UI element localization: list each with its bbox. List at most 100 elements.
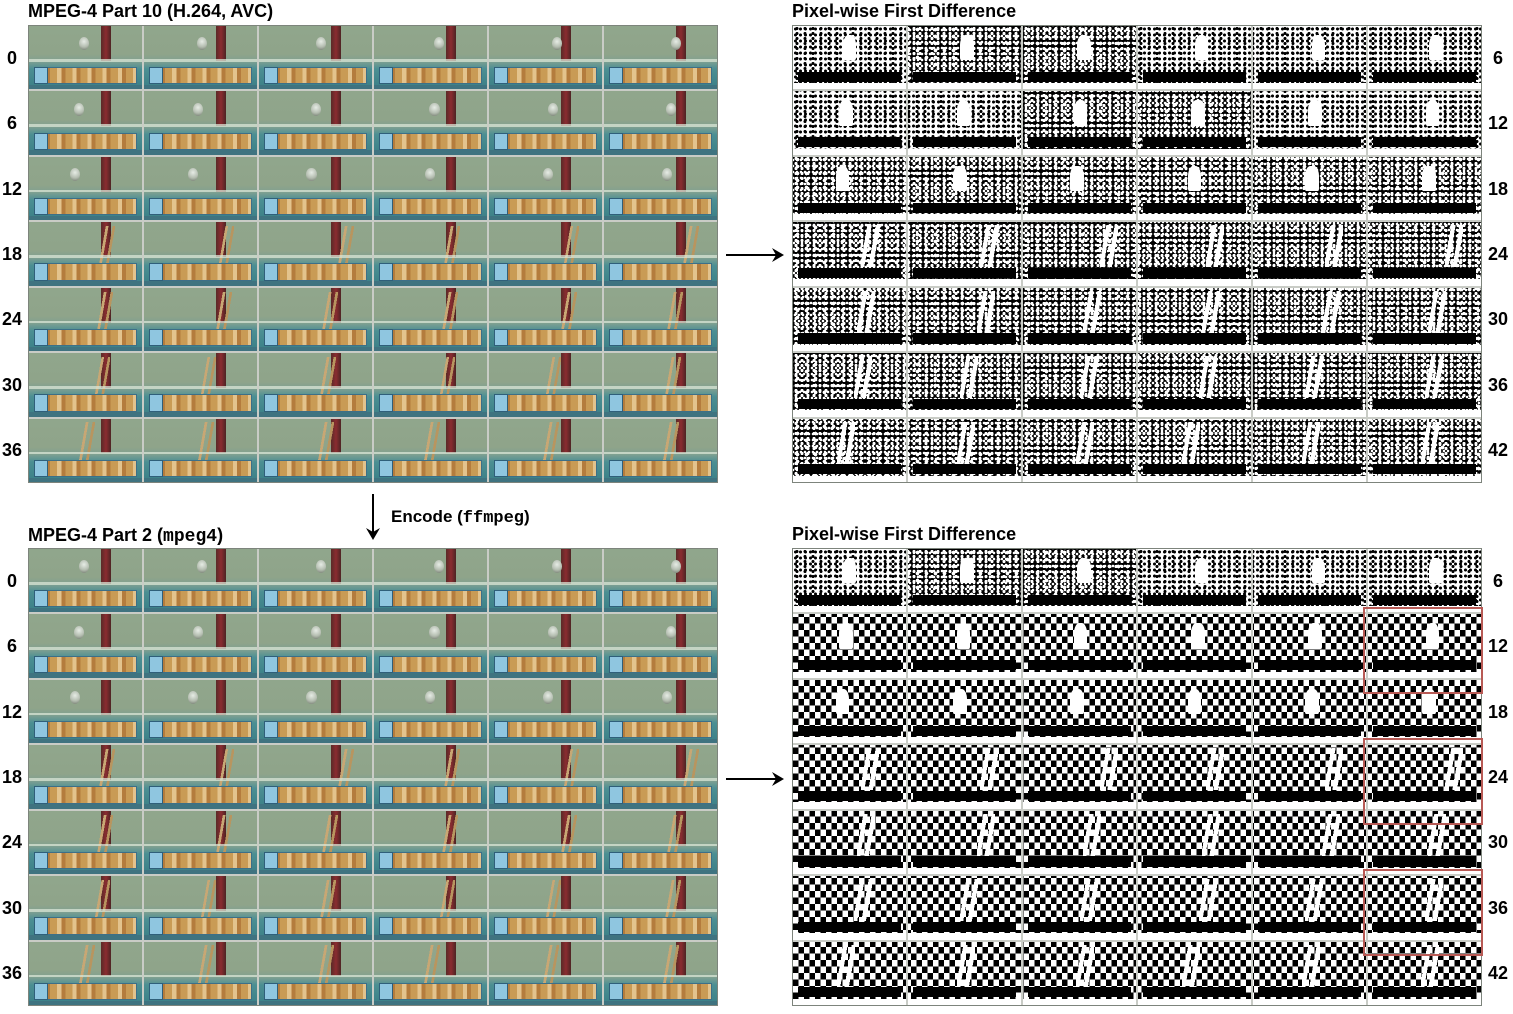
mpeg4-difference-tile <box>793 810 906 875</box>
swimmer-head <box>429 625 440 639</box>
banner-region <box>1027 202 1132 213</box>
mpeg4-difference-tile <box>1138 679 1251 744</box>
banner-region <box>1372 921 1477 932</box>
h264-difference-tile <box>1368 91 1481 155</box>
swimmer-head <box>197 37 208 51</box>
scoreboard-banner <box>33 982 138 1000</box>
motion-blob <box>953 165 967 192</box>
swimmer-head <box>69 168 80 181</box>
scoreboard-banner <box>148 982 253 1000</box>
bottom-strip <box>908 606 1021 613</box>
scoreboard-banner <box>608 459 713 477</box>
scoreboard-banner <box>608 263 713 281</box>
frame-bottom-bar <box>259 738 372 744</box>
scoreboard-banner <box>263 851 368 870</box>
mpeg4-difference-tile <box>1253 745 1366 809</box>
scoreboard-banner <box>263 394 368 412</box>
swimmer-head <box>543 691 554 704</box>
mpeg4-video-frame <box>144 745 257 809</box>
mpeg4-difference-tile <box>793 549 906 613</box>
swimmer-legs <box>444 749 460 788</box>
banner-region <box>1257 725 1362 736</box>
top-left-title: MPEG-4 Part 10 (H.264, AVC) <box>28 0 273 22</box>
mpeg4-video-frame <box>604 941 717 1005</box>
swimmer-head <box>424 168 435 181</box>
frame-bottom-bar <box>144 804 257 809</box>
motion-legs <box>1079 356 1098 399</box>
swimmer-legs <box>322 291 339 330</box>
mpeg4-video-frame <box>144 941 257 1005</box>
h264-difference-tile <box>908 418 1021 482</box>
motion-blob <box>1308 623 1322 649</box>
h264-video-frame <box>374 418 487 482</box>
motion-legs <box>1076 944 1095 987</box>
scoreboard-banner <box>33 132 138 150</box>
scoreboard-banner <box>608 328 713 347</box>
bottom-left-title: MPEG-4 Part 2 (mpeg4) <box>28 524 223 548</box>
bottom-strip <box>908 83 1021 90</box>
swimmer-legs <box>78 422 95 461</box>
motion-legs <box>1427 813 1446 856</box>
motion-legs <box>1082 813 1101 856</box>
motion-blob <box>1308 100 1322 126</box>
swimmer-legs <box>338 749 354 788</box>
frame-bottom-bar <box>489 477 602 482</box>
mpeg4-diff-row-label: 30 <box>1487 832 1509 853</box>
bottom-strip <box>1368 213 1481 221</box>
scoreboard-banner <box>148 917 253 935</box>
mpeg4-video-frame <box>374 679 487 744</box>
swimmer-head <box>69 691 80 704</box>
banner-region <box>797 333 902 344</box>
mpeg4-video-frame <box>604 679 717 744</box>
scoreboard-banner <box>378 786 483 804</box>
bottom-strip <box>1368 410 1481 417</box>
bottom-left-title-end: ) <box>217 525 224 545</box>
mpeg4-video-frame <box>259 876 372 940</box>
mpeg4-difference-tile <box>1368 810 1481 875</box>
bottom-strip <box>908 279 1021 286</box>
motion-legs <box>1076 421 1095 464</box>
frame-bottom-bar <box>374 673 487 678</box>
mpeg4-video-frame <box>489 810 602 875</box>
banner-badge <box>378 328 393 347</box>
h264-difference-tile <box>793 26 906 90</box>
mpeg4-difference-tile <box>1253 941 1366 1005</box>
motion-legs <box>956 944 975 987</box>
motion-legs <box>1301 944 1320 987</box>
motion-legs <box>1202 290 1221 333</box>
swimmer-head <box>670 560 681 574</box>
bottom-strip <box>1253 802 1366 809</box>
h264-video-frame <box>489 222 602 286</box>
banner-badge <box>608 982 623 1000</box>
scoreboard-banner <box>148 786 253 804</box>
banner-region <box>1142 202 1247 213</box>
swimmer-legs <box>320 356 336 395</box>
frame-bottom-bar <box>604 673 717 678</box>
scoreboard-banner <box>378 198 483 216</box>
frame-bottom-bar <box>374 150 487 155</box>
swimmer-head <box>424 691 435 704</box>
banner-region <box>912 267 1017 279</box>
frame-bottom-bar <box>374 84 487 90</box>
scoreboard-banner <box>148 851 253 870</box>
banner-badge <box>608 786 623 804</box>
h264-diff-row-label: 42 <box>1487 440 1509 461</box>
banner-region <box>1257 333 1362 344</box>
motion-legs <box>1202 813 1221 856</box>
mpeg4-video-frame <box>489 614 602 678</box>
h264-video-frame <box>144 353 257 417</box>
banner-badge <box>608 917 623 935</box>
banner-region <box>1027 790 1132 802</box>
h264-difference-tile <box>1138 222 1251 286</box>
bottom-strip <box>1253 998 1366 1005</box>
h264-difference-tile <box>1138 418 1251 482</box>
mpeg4-video-frame <box>144 549 257 613</box>
swimmer-head <box>74 625 85 639</box>
scoreboard-banner <box>493 982 598 1000</box>
swimmer-legs <box>444 226 460 265</box>
h264-diff-row-label: 24 <box>1487 244 1509 264</box>
motion-blob <box>1077 557 1091 584</box>
mpeg4-video-frame <box>374 810 487 875</box>
